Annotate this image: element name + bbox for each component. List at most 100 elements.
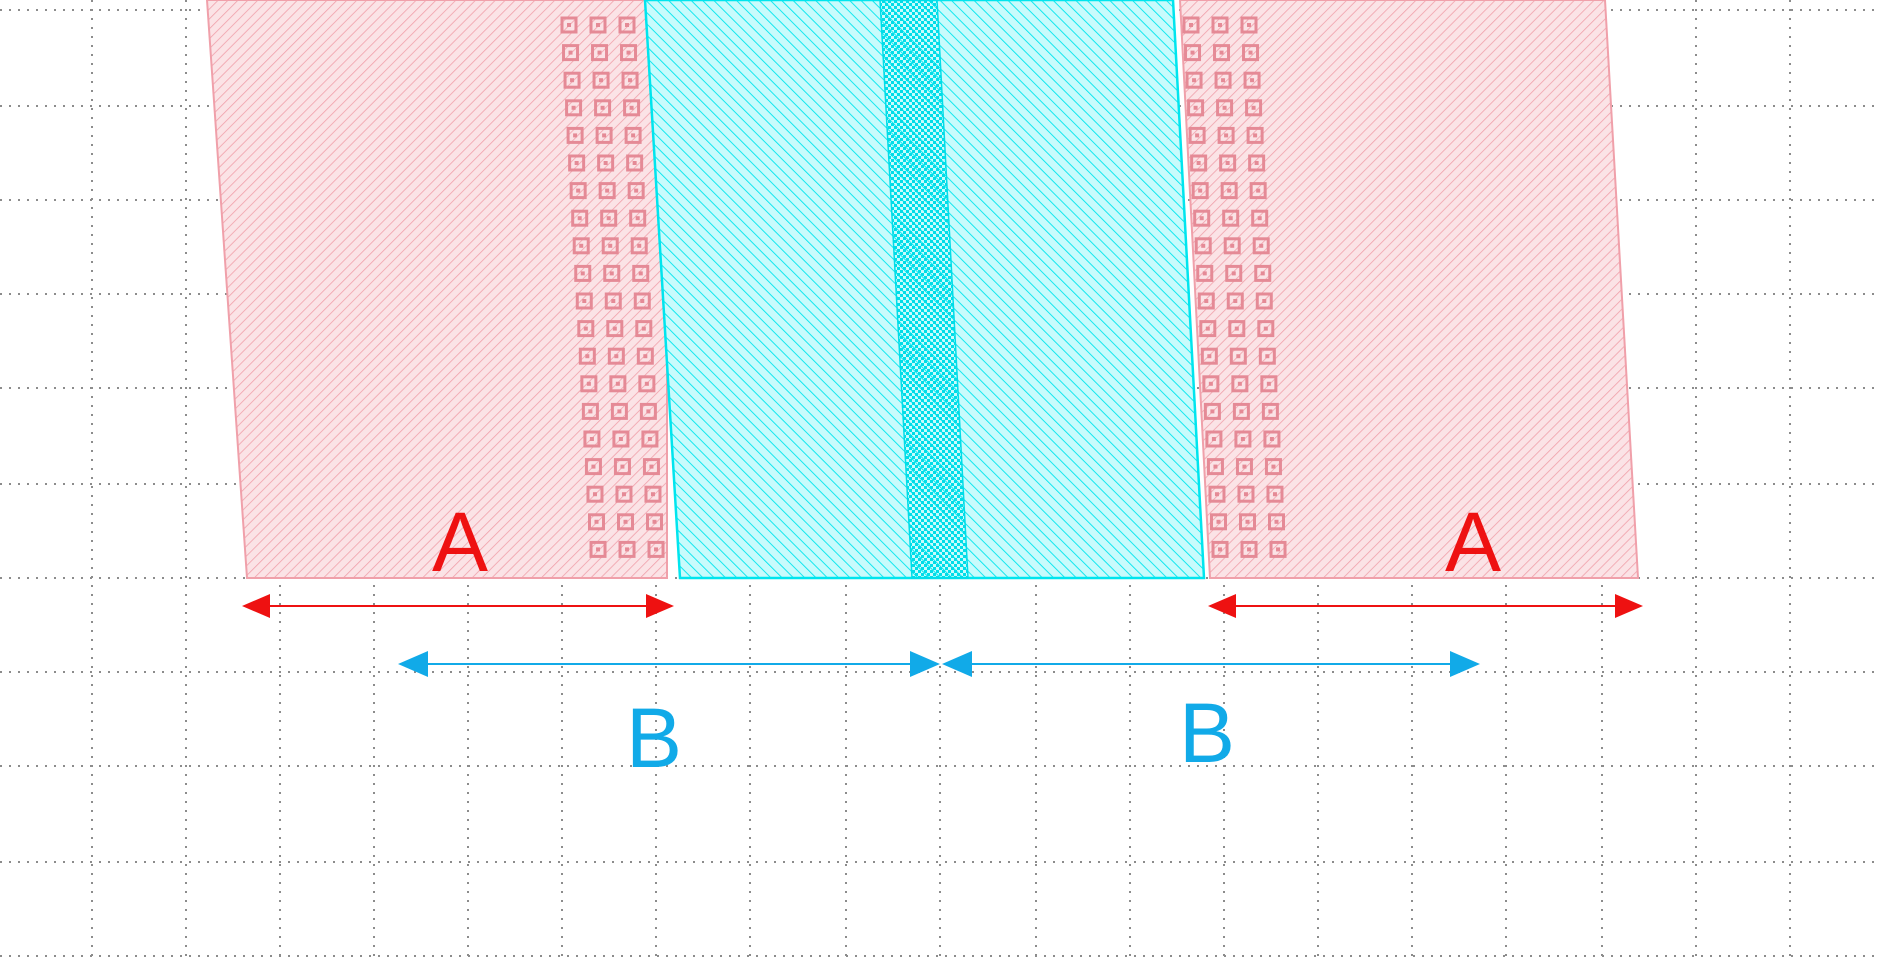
contact-square	[1246, 126, 1264, 144]
contact-dot	[576, 188, 581, 193]
contact-square	[1269, 540, 1287, 558]
contact-dot	[580, 271, 585, 276]
contact-square	[1257, 320, 1275, 338]
contact-square	[1210, 513, 1228, 531]
region-a-left	[205, 0, 668, 579]
contact-dot	[1230, 243, 1235, 248]
contact-square	[647, 540, 665, 558]
contact-dot	[1227, 188, 1232, 193]
contact-square	[601, 237, 619, 255]
contact-dot	[646, 409, 651, 414]
contact-dot	[602, 133, 607, 138]
contact-square	[641, 430, 659, 448]
contact-dot	[1271, 464, 1276, 469]
contact-square	[571, 209, 589, 227]
contact-dot	[1269, 437, 1274, 441]
contact-square	[638, 375, 656, 393]
contact-dot	[617, 409, 622, 414]
contact-square	[1184, 44, 1202, 62]
contact-square	[595, 126, 613, 144]
contact-dot	[621, 492, 626, 497]
contact-dot	[571, 105, 576, 110]
contact-dot	[652, 519, 657, 524]
contact-array-left	[560, 16, 665, 558]
contact-dot	[1222, 105, 1227, 110]
contact-dot	[582, 299, 587, 303]
contact-dot	[1210, 409, 1215, 414]
contact-dot	[1240, 437, 1245, 441]
contact-dot	[628, 78, 633, 83]
contact-square	[1243, 71, 1261, 89]
contact-square	[580, 375, 598, 393]
contact-dot	[606, 216, 611, 221]
contact-square	[613, 458, 631, 476]
contact-square	[1248, 154, 1266, 172]
contact-square	[642, 458, 660, 476]
contact-square	[1196, 264, 1214, 282]
center-strip	[879, 0, 969, 579]
contact-dot	[1250, 78, 1255, 83]
contact-dot	[1272, 492, 1277, 497]
contact-dot	[1276, 547, 1281, 552]
contact-dot	[650, 492, 655, 497]
contact-dot	[1228, 216, 1233, 221]
contact-square	[598, 182, 616, 200]
contact-dot	[1251, 105, 1256, 110]
contact-square	[1228, 320, 1246, 338]
contact-square	[1211, 540, 1229, 558]
contact-dot	[640, 299, 645, 303]
contact-square	[623, 99, 641, 117]
contact-square	[1217, 126, 1235, 144]
contact-square	[569, 182, 587, 200]
contact-dot	[1256, 188, 1261, 193]
contact-square	[1231, 375, 1249, 393]
contact-dot	[596, 547, 601, 552]
contact-dot	[1201, 243, 1206, 248]
contact-square	[566, 126, 584, 144]
contact-dot	[1218, 547, 1223, 552]
contact-dot	[605, 188, 610, 193]
contact-dot	[1266, 381, 1271, 386]
contact-dot	[647, 437, 652, 441]
contact-square	[1264, 458, 1282, 476]
contact-square	[584, 458, 602, 476]
contact-square	[1239, 513, 1257, 531]
dimension-b-right	[942, 651, 1480, 677]
contact-dot	[1198, 188, 1203, 193]
contact-dot	[1242, 464, 1247, 469]
contact-dot	[1234, 326, 1239, 331]
contact-dot	[641, 326, 646, 331]
contact-square	[629, 209, 647, 227]
contact-dot	[592, 492, 597, 497]
contact-dot	[573, 133, 578, 138]
contact-square	[1266, 485, 1284, 503]
contact-square	[589, 540, 607, 558]
contact-dot	[1214, 492, 1219, 497]
contact-square	[560, 16, 578, 34]
contact-dot	[574, 161, 579, 165]
contact-square	[621, 71, 639, 89]
contact-square	[644, 485, 662, 503]
contact-dot	[644, 381, 649, 386]
contact-dot	[1233, 299, 1238, 303]
contact-dot	[1260, 271, 1265, 276]
contact-dot	[1262, 299, 1267, 303]
contact-square	[1203, 402, 1221, 420]
contact-square	[1202, 375, 1220, 393]
contact-dot	[1204, 299, 1209, 303]
contact-square	[610, 402, 628, 420]
contact-dot	[1248, 50, 1253, 55]
contact-square	[577, 320, 595, 338]
contact-square	[586, 485, 604, 503]
contact-square	[1190, 154, 1208, 172]
contact-square	[1211, 16, 1229, 34]
contact-square	[609, 375, 627, 393]
contact-dot	[620, 464, 625, 469]
contact-square	[612, 430, 630, 448]
contact-square	[589, 16, 607, 34]
contact-dot	[1208, 381, 1213, 386]
contact-dot	[577, 216, 582, 221]
contact-square	[1258, 347, 1276, 365]
contact-dot	[649, 464, 654, 469]
contact-square	[1216, 99, 1234, 117]
